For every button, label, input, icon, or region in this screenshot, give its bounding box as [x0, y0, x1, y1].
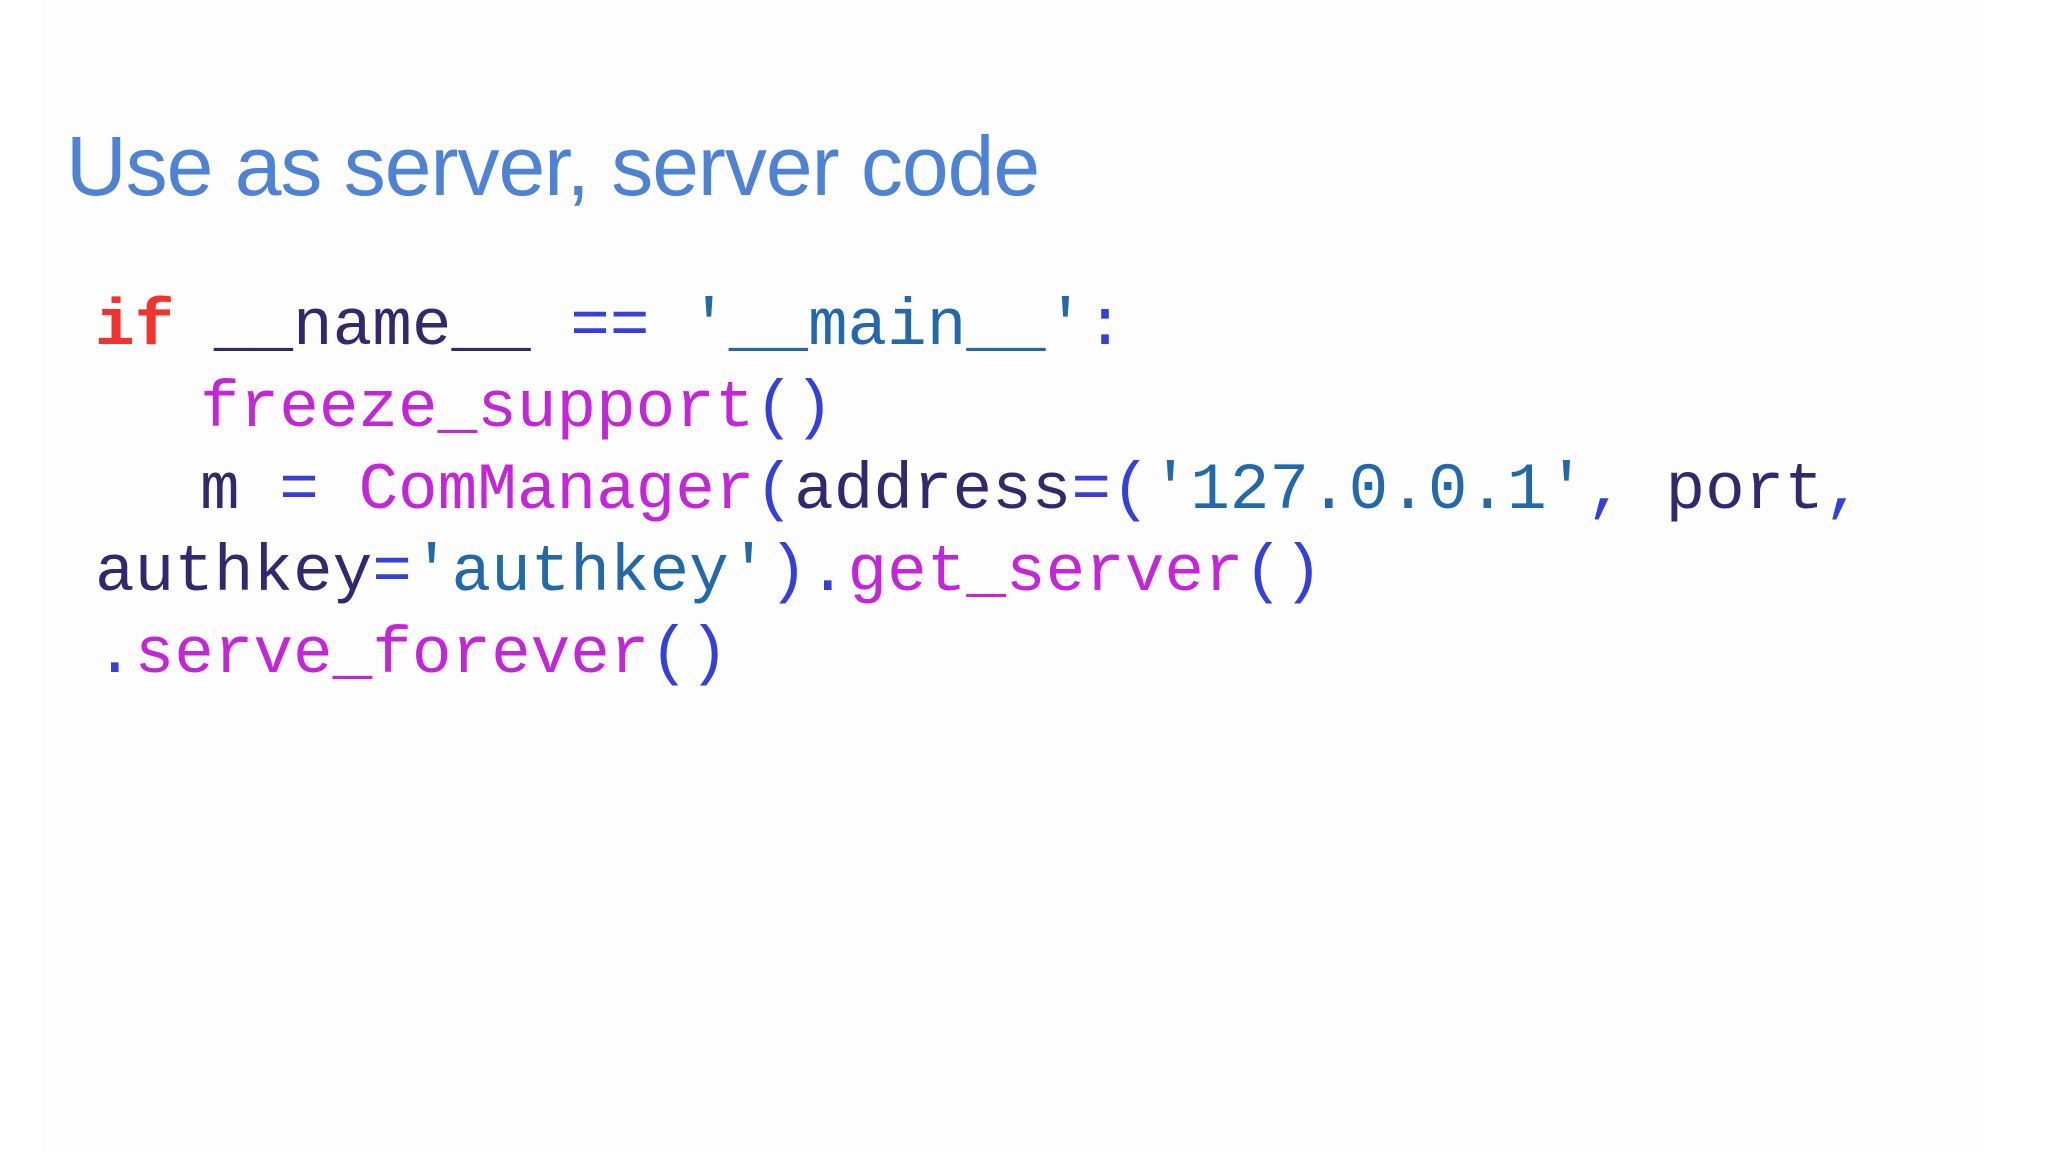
- code-token-operator: (): [1243, 535, 1323, 610]
- code-token-operator: .: [95, 617, 135, 692]
- code-token-operator: (): [649, 617, 729, 692]
- code-token-operator: (: [754, 453, 795, 528]
- code-token-operator: ): [768, 535, 808, 610]
- code-token-string: '127.0.0.1': [1150, 453, 1587, 528]
- code-line: authkey='authkey').get_server(): [95, 532, 1864, 614]
- code-token-string: 'authkey': [411, 535, 769, 610]
- code-token-operator: =: [279, 453, 319, 528]
- code-token-string: '__main__': [689, 289, 1086, 364]
- code-token-operator: ,: [1823, 453, 1864, 528]
- code-token-keyword: if: [95, 289, 175, 364]
- code-token-identifier: [174, 289, 214, 364]
- code-token-identifier: m: [200, 453, 240, 528]
- code-token-identifier: [319, 453, 359, 528]
- code-token-identifier: [1626, 453, 1666, 528]
- code-token-operator: :: [1085, 289, 1125, 364]
- code-token-operator: (): [754, 371, 834, 446]
- slide-title: Use as server, server code: [66, 119, 1040, 213]
- code-token-identifier: port: [1665, 453, 1824, 528]
- code-token-identifier: [240, 453, 280, 528]
- code-token-operator: =: [372, 535, 412, 610]
- code-token-function: ComManager: [358, 453, 755, 528]
- code-token-operator: =: [1071, 453, 1111, 528]
- code-token-identifier: authkey: [95, 535, 373, 610]
- code-token-function: serve_forever: [134, 617, 650, 692]
- code-token-identifier: [650, 289, 690, 364]
- code-token-operator: (: [1110, 453, 1151, 528]
- code-token-function: freeze_support: [200, 371, 755, 446]
- code-token-operator: ,: [1586, 453, 1626, 528]
- code-token-identifier: address: [794, 453, 1072, 528]
- code-line: .serve_forever(): [95, 614, 1864, 696]
- code-token-identifier: [531, 289, 571, 364]
- code-line: if __name__ == '__main__':: [95, 286, 1864, 368]
- code-line: freeze_support(): [95, 368, 1864, 450]
- code-token-operator: ==: [570, 289, 650, 364]
- code-token-identifier: __name__: [213, 289, 531, 364]
- slide-canvas: Use as server, server code if __name__ =…: [41, 0, 1985, 1152]
- code-token-operator: .: [807, 535, 848, 610]
- code-line: m = ComManager(address=('127.0.0.1', por…: [95, 450, 1864, 532]
- code-token-function: get_server: [847, 535, 1244, 610]
- code-block: if __name__ == '__main__':freeze_support…: [95, 286, 1864, 696]
